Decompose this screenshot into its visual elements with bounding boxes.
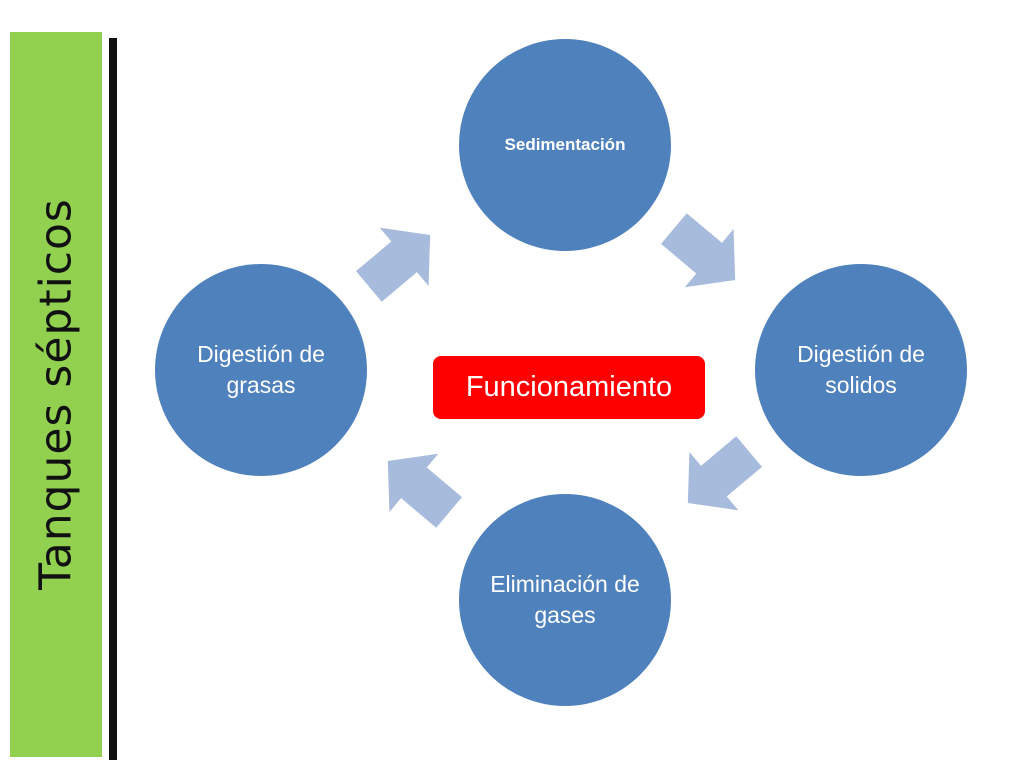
arrow-bottom-to-left bbox=[363, 431, 474, 542]
side-title-bar bbox=[10, 32, 102, 757]
node-sedimentacion-label: Sedimentación bbox=[504, 134, 626, 154]
arrow-right-to-bottom bbox=[663, 422, 774, 533]
arrow-left-to-top bbox=[344, 205, 455, 316]
node-digestion-solidos: Digestión de solidos bbox=[755, 264, 967, 476]
node-eliminacion-gases: Eliminación de gases bbox=[459, 494, 671, 706]
arrow-top-to-right bbox=[649, 199, 760, 310]
center-label-box: Funcionamiento bbox=[433, 356, 705, 419]
node-digestion-grasas: Digestión de grasas bbox=[155, 264, 367, 476]
node-digestion-solidos-label: Digestión de solidos bbox=[797, 340, 925, 398]
node-sedimentacion: Sedimentación bbox=[459, 39, 671, 251]
center-label: Funcionamiento bbox=[465, 371, 673, 403]
node-digestion-grasas-label: Digestión de grasas bbox=[197, 340, 325, 398]
vertical-divider bbox=[109, 38, 117, 760]
node-eliminacion-gases-label: Eliminación de gases bbox=[490, 570, 640, 628]
